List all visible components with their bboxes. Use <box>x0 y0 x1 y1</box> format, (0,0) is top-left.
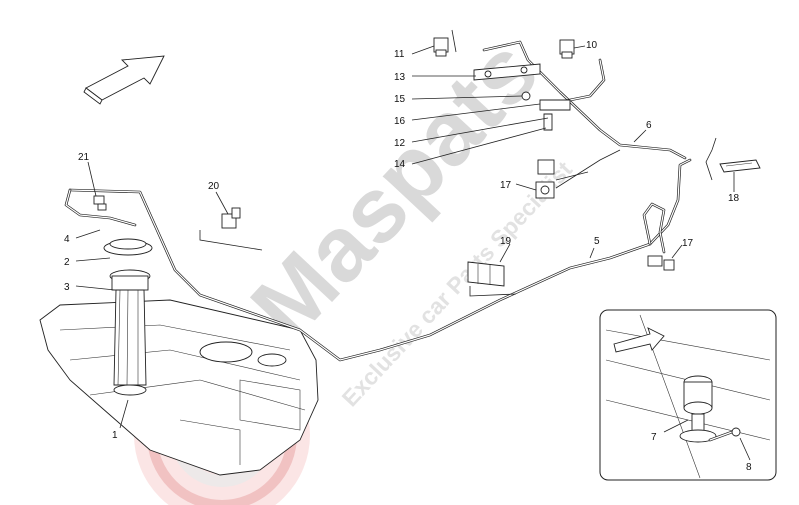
callout-3: 3 <box>64 282 70 293</box>
callout-1: 1 <box>112 430 118 441</box>
callout-2: 2 <box>64 257 70 268</box>
callout-13: 13 <box>394 72 406 83</box>
valve-17-upper <box>535 159 555 199</box>
bracket-11 <box>433 29 457 57</box>
fuel-lines <box>64 40 692 362</box>
callout-19: 19 <box>500 236 512 247</box>
callout-5: 5 <box>594 236 600 247</box>
callout-16: 16 <box>394 116 406 127</box>
callout-17-upper: 17 <box>500 180 512 191</box>
callout-14: 14 <box>394 159 406 170</box>
direction-arrow-icon <box>83 55 165 105</box>
callout-18: 18 <box>728 193 740 204</box>
inset-detail <box>599 309 777 481</box>
callout-4: 4 <box>64 234 70 245</box>
callout-8: 8 <box>746 462 752 473</box>
callout-15: 15 <box>394 94 406 105</box>
callout-20: 20 <box>208 181 220 192</box>
bolt-15 <box>521 91 531 101</box>
callout-labels: 1 2 3 4 5 6 7 8 10 11 12 13 14 15 16 17 … <box>64 40 752 473</box>
callout-17-lower: 17 <box>682 238 694 249</box>
connector-21 <box>93 195 107 211</box>
rail-13 <box>473 63 541 81</box>
clip-19 <box>467 261 517 297</box>
callout-6: 6 <box>646 120 652 131</box>
clip-18 <box>705 137 761 181</box>
fuel-tank <box>39 299 319 476</box>
callout-12: 12 <box>394 138 406 149</box>
bracket-10 <box>559 39 575 59</box>
bracket-16-12-14 <box>539 99 571 131</box>
valve-17-lower <box>647 255 675 271</box>
callout-7: 7 <box>651 432 657 443</box>
callout-21: 21 <box>78 152 90 163</box>
sensor-20 <box>199 207 263 251</box>
callout-10: 10 <box>586 40 598 51</box>
fuel-pump-assembly <box>103 238 153 396</box>
leader-lines <box>75 45 751 461</box>
callout-11: 11 <box>394 49 405 60</box>
